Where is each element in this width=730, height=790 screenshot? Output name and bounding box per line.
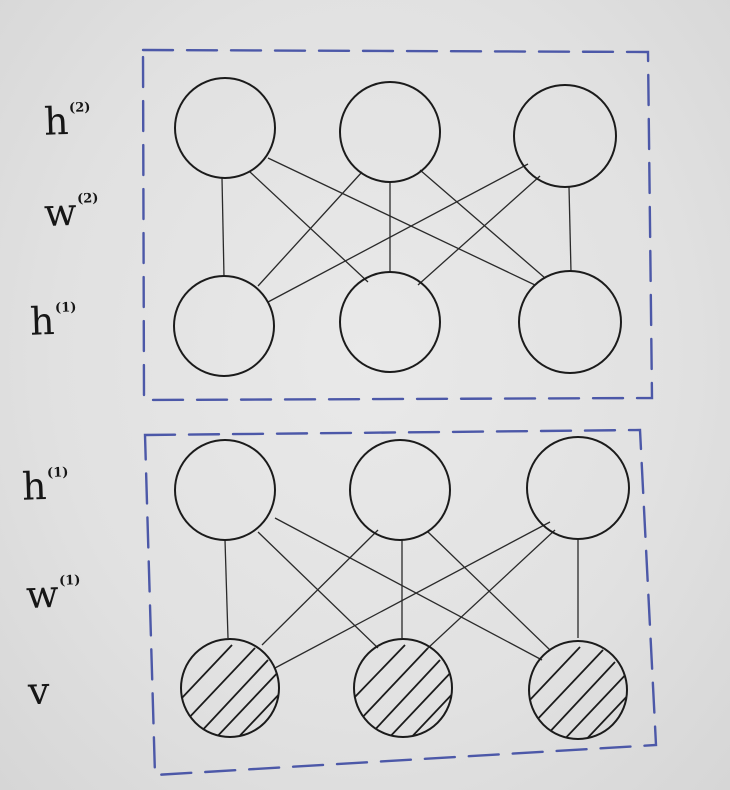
edge	[261, 529, 379, 646]
label-main: h	[21, 463, 48, 509]
hidden-unit-node	[174, 439, 276, 541]
hidden-unit-node	[173, 275, 275, 377]
label-v: v	[27, 668, 51, 714]
lower-weight-edges	[224, 517, 579, 669]
label-main: w	[25, 571, 60, 617]
upper-block-border	[141, 48, 654, 402]
upper-h1-layer	[173, 270, 622, 377]
label-main: h	[43, 98, 70, 144]
visible-unit-node	[528, 640, 628, 740]
edge	[257, 171, 363, 287]
hidden-unit-node	[526, 436, 630, 540]
label-main: h	[29, 298, 56, 344]
visible-unit-node	[353, 638, 453, 738]
label-superscript: (1)	[46, 465, 69, 481]
hidden-unit-node	[174, 77, 276, 179]
edge	[427, 529, 556, 649]
edge	[417, 175, 541, 286]
hidden-unit-node	[513, 84, 617, 188]
visible-unit-node	[180, 638, 280, 738]
edge	[274, 521, 551, 669]
edge	[221, 177, 225, 278]
label-main: w	[43, 189, 78, 235]
label-superscript: (2)	[68, 100, 91, 116]
label-w1: w(1)	[25, 571, 81, 617]
edge	[267, 157, 536, 286]
label-main: v	[27, 668, 51, 714]
visible-layer	[180, 638, 628, 740]
edge	[267, 163, 529, 303]
lower-block-border	[143, 428, 658, 777]
edge	[419, 169, 546, 279]
hidden-unit-node	[339, 81, 441, 183]
label-superscript: (2)	[76, 191, 99, 207]
edge	[568, 186, 572, 273]
label-h1-lower: h(1)	[21, 463, 69, 509]
edge	[224, 539, 229, 639]
label-h2-upper: h(2)	[43, 98, 91, 144]
edge	[274, 517, 543, 661]
lower-h1-layer	[174, 436, 630, 541]
upper-h2-layer	[174, 77, 617, 188]
label-superscript: (1)	[54, 300, 77, 316]
label-superscript: (1)	[58, 573, 81, 589]
hidden-unit-node	[518, 270, 622, 374]
label-w2: w(2)	[43, 189, 99, 235]
upper-weight-edges	[221, 157, 572, 303]
hidden-unit-node	[349, 439, 451, 541]
label-h1-upper: h(1)	[29, 298, 77, 344]
hidden-unit-node	[339, 271, 441, 373]
edge	[249, 171, 369, 283]
